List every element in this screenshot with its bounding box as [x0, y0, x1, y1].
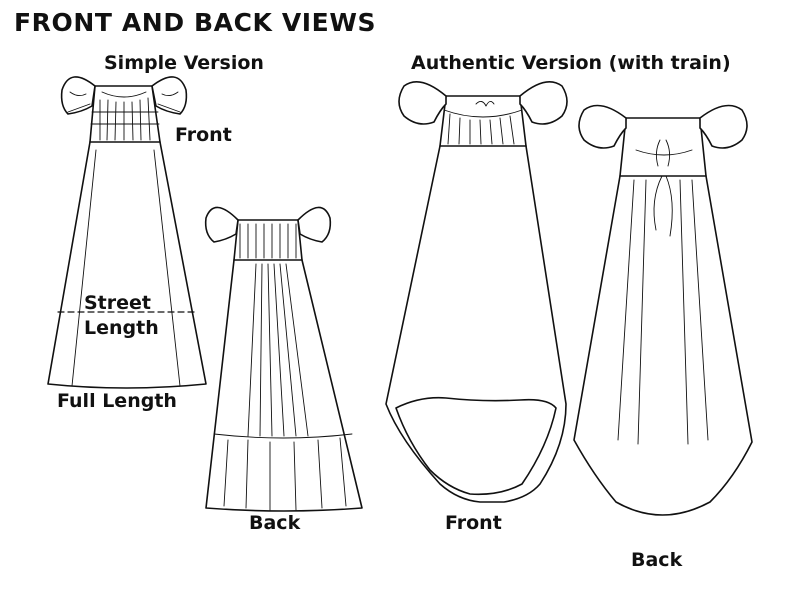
simple-version-heading: Simple Version: [104, 52, 264, 74]
simple-back-right-sleeve: [297, 206, 332, 243]
authentic-back-bodice: [619, 117, 707, 177]
authentic-back-gown: [573, 104, 753, 516]
simple-back-bodice: [233, 219, 303, 261]
page-title: FRONT AND BACK VIEWS: [14, 8, 377, 37]
authentic-front-label: Front: [445, 512, 502, 534]
authentic-front-left-sleeve: [398, 80, 447, 125]
street-length-label-line1: Street: [84, 292, 151, 314]
simple-back-gown: [204, 206, 363, 512]
authentic-back-left-sleeve: [578, 104, 627, 149]
authentic-back-right-sleeve: [699, 104, 748, 149]
simple-back-left-sleeve: [204, 206, 239, 243]
full-length-label: Full Length: [57, 390, 177, 412]
authentic-back-skirt: [573, 175, 753, 516]
street-length-label-line2: Length: [84, 317, 159, 339]
authentic-version-heading: Authentic Version (with train): [411, 52, 731, 74]
simple-back-skirt: [205, 259, 363, 512]
authentic-front-skirt: [385, 145, 567, 503]
simple-front-label: Front: [175, 124, 232, 146]
simple-back-label: Back: [249, 512, 301, 534]
authentic-front-right-sleeve: [519, 80, 568, 125]
authentic-back-label: Back: [631, 549, 683, 571]
authentic-front-gown: [385, 80, 568, 503]
simple-front-gown: [47, 76, 207, 389]
simple-front-skirt: [47, 141, 207, 389]
